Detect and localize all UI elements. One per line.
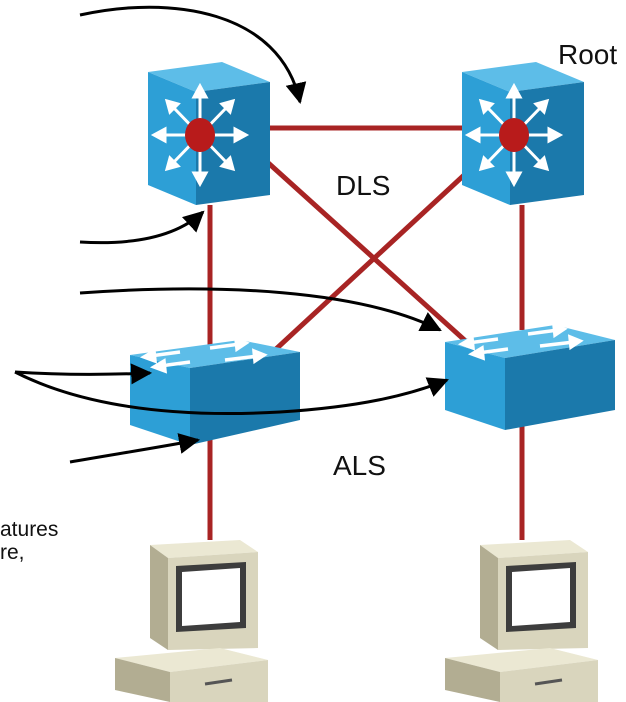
arrow-to-dls-left-bottom: [79, 210, 205, 245]
multilayer-switch-icon: [148, 62, 270, 205]
arrow-to-dls-left-top: [79, 5, 307, 105]
arrow-to-als-right: [79, 287, 442, 332]
workstation-icon: [445, 540, 598, 702]
als-label: ALS: [333, 450, 386, 481]
partial-caption-line1: atures: [0, 518, 58, 541]
workstation-icon: [115, 540, 268, 702]
partial-caption-line2: re,: [0, 541, 25, 564]
workgroup-switch-icon: [130, 336, 300, 445]
annotation-arrows: [14, 5, 449, 464]
dls-label: DLS: [336, 170, 390, 201]
multilayer-switch-icon: [462, 62, 584, 205]
arrow-to-als-left-port: [69, 433, 201, 464]
arrow-to-als-right-lower: [14, 370, 449, 416]
arrow-to-als-left: [14, 363, 153, 385]
workgroup-switch-icon: [445, 322, 615, 430]
link-dls-right-als-left: [273, 163, 477, 352]
root-label: Root: [558, 39, 617, 70]
